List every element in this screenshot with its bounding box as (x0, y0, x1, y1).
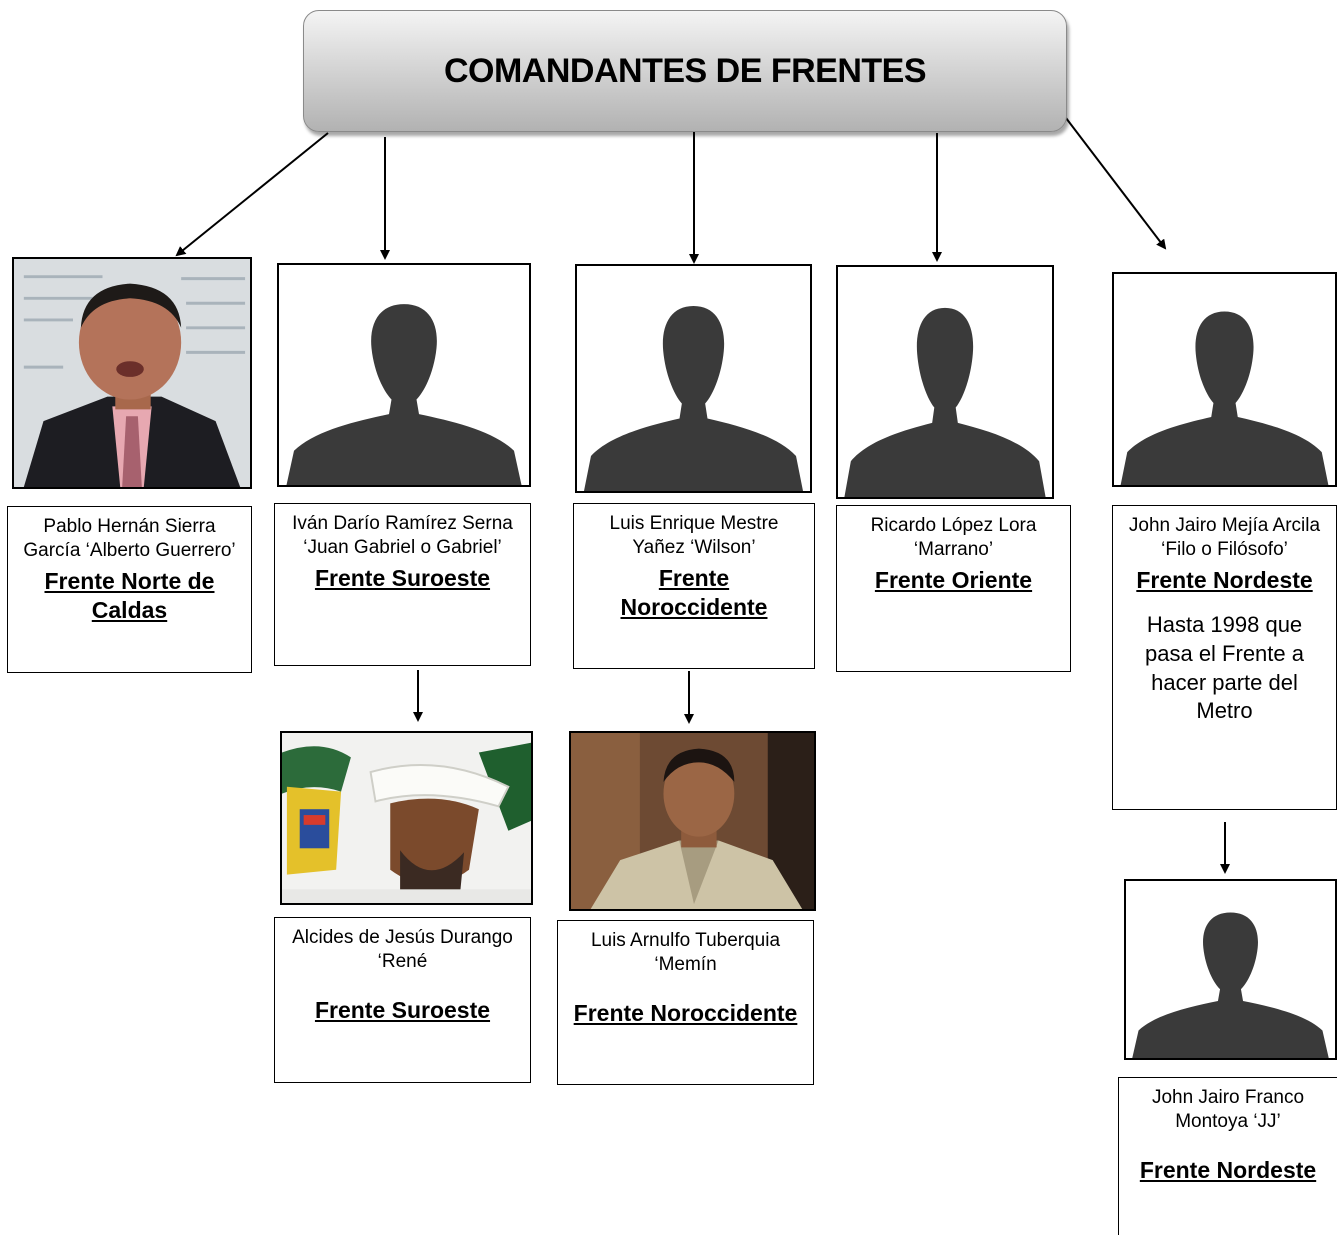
commander-photo-5 (1112, 272, 1337, 487)
commander-photo-2 (277, 263, 531, 487)
commander-name: Ricardo López Lora ‘Marrano’ (870, 515, 1037, 560)
silhouette-icon (279, 265, 529, 485)
commander-card-4: Ricardo López Lora ‘Marrano’ Frente Orie… (836, 505, 1071, 672)
commander-name: John Jairo Mejía Arcila ‘Filo o Filósofo… (1128, 515, 1321, 560)
commander-note: Hasta 1998 que pasa el Frente a hacer pa… (1145, 612, 1304, 724)
successor-name: Alcides de Jesús Durango ‘René (292, 927, 513, 972)
silhouette-icon (577, 266, 810, 491)
page-title: COMANDANTES DE FRENTES (303, 10, 1067, 132)
commander-front: Frente Nordeste (1136, 566, 1313, 593)
successor-photo-1 (280, 731, 533, 905)
commander-card-1: Pablo Hernán Sierra García ‘Alberto Guer… (7, 506, 252, 673)
commander-front: Frente Noroccidente (620, 564, 768, 621)
commander-front: Frente Suroeste (314, 564, 491, 591)
successor-front: Frente Nordeste (1139, 1156, 1317, 1183)
commander-name: Iván Darío Ramírez Serna ‘Juan Gabriel o… (292, 513, 513, 558)
successor-photo-3 (1124, 879, 1337, 1060)
silhouette-icon (1114, 274, 1335, 485)
successor-name: Luis Arnulfo Tuberquia ‘Memín (590, 930, 781, 975)
commander-photo-4 (836, 265, 1054, 499)
successor-front: Frente Suroeste (314, 996, 491, 1023)
commander-card-2: Iván Darío Ramírez Serna ‘Juan Gabriel o… (274, 503, 531, 666)
commander-photo-3 (575, 264, 812, 493)
silhouette-icon (838, 267, 1052, 497)
commander-photo-1 (12, 257, 252, 489)
commander-card-3: Luis Enrique Mestre Yañez ‘Wilson’ Frent… (573, 503, 815, 669)
successor-front: Frente Noroccidente (573, 999, 798, 1026)
commander-front: Frente Oriente (874, 566, 1033, 593)
arrow-to-commander-1 (175, 132, 329, 257)
successor-card-3: John Jairo Franco Montoya ‘JJ’ Frente No… (1118, 1077, 1337, 1235)
commander-name: Luis Enrique Mestre Yañez ‘Wilson’ (609, 513, 779, 558)
arrow-to-commander-5 (1065, 117, 1167, 250)
commander-name: Pablo Hernán Sierra García ‘Alberto Guer… (23, 516, 236, 561)
silhouette-icon (1126, 881, 1335, 1058)
commander-card-5: John Jairo Mejía Arcila ‘Filo o Filósofo… (1112, 505, 1337, 810)
successor-card-2: Luis Arnulfo Tuberquia ‘Memín Frente Nor… (557, 920, 814, 1085)
commander-front: Frente Norte de Caldas (44, 567, 215, 624)
successor-card-1: Alcides de Jesús Durango ‘René Frente Su… (274, 917, 531, 1083)
successor-name: John Jairo Franco Montoya ‘JJ’ (1151, 1087, 1305, 1132)
successor-photo-2 (569, 731, 816, 911)
